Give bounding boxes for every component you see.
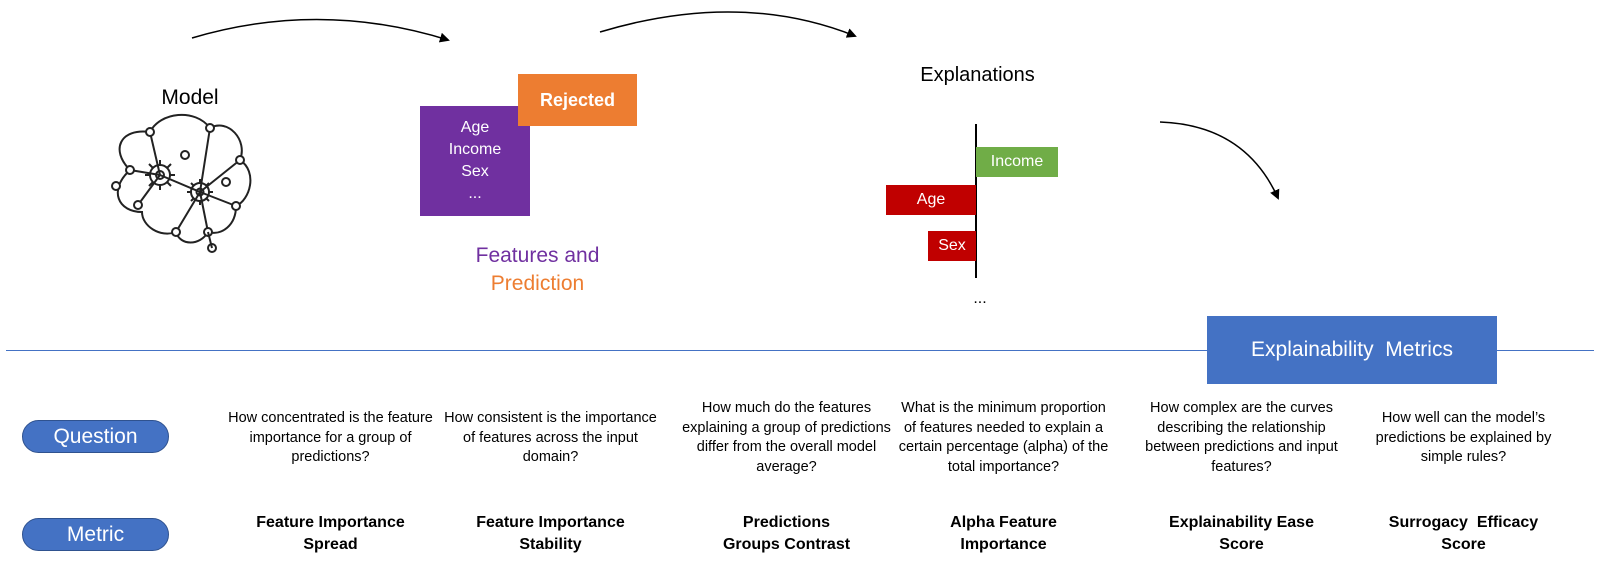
metric-surrogacy-efficacy-score: Surrogacy Efficacy Score	[1388, 514, 1539, 553]
question-spread: How concentrated is the feature importan…	[228, 410, 433, 465]
explanation-bar-income: Income	[976, 147, 1058, 177]
feature-item-income: Income	[448, 141, 502, 158]
question-stability: How consistent is the importance of feat…	[444, 410, 657, 465]
question-ease: How complex are the curves describing th…	[1145, 400, 1338, 475]
prediction-badge: Rejected	[518, 74, 637, 126]
question-surrogacy: How well can the model’s predictions be …	[1375, 410, 1552, 465]
metric-feature-importance-stability: Feature Importance Stability	[476, 514, 625, 553]
explanations-axis	[975, 124, 977, 278]
question-row-label: Question	[22, 420, 169, 453]
brain-icon	[111, 114, 252, 253]
explanation-bar-sex: Sex	[928, 231, 976, 261]
caption-features: Features and	[475, 244, 600, 267]
metric-predictions-groups-contrast: Predictions Groups Contrast	[722, 514, 851, 553]
features-box: Age Income Sex ...	[420, 106, 530, 216]
question-contrast: How much do the features explaining a gr…	[682, 400, 891, 475]
arrow-features-to-explanations	[599, 11, 857, 38]
feature-item-ellipsis: ...	[468, 185, 482, 202]
features-prediction-caption: Features and Prediction	[440, 242, 635, 298]
explanations-title: Explanations	[920, 64, 1035, 86]
metric-alpha-feature-importance: Alpha Feature Importance	[950, 514, 1057, 553]
section-divider	[6, 350, 1594, 351]
metric-feature-importance-spread: Feature Importance Spread	[256, 514, 405, 553]
question-alpha: What is the minimum proportion of featur…	[898, 400, 1109, 475]
explainability-metrics-header: Explainability Metrics	[1207, 316, 1497, 384]
arrow-model-to-features	[191, 18, 450, 43]
explanations-ellipsis: ...	[973, 290, 987, 307]
explanation-bar-age: Age	[886, 185, 976, 215]
arrow-explanations-to-metrics	[1159, 121, 1280, 200]
model-label: Model	[161, 86, 219, 109]
metric-row-label: Metric	[22, 518, 169, 551]
caption-prediction: Prediction	[490, 272, 585, 295]
feature-item-sex: Sex	[461, 163, 489, 180]
feature-item-age: Age	[460, 119, 490, 136]
metric-explainability-ease-score: Explainability Ease Score	[1169, 514, 1314, 553]
